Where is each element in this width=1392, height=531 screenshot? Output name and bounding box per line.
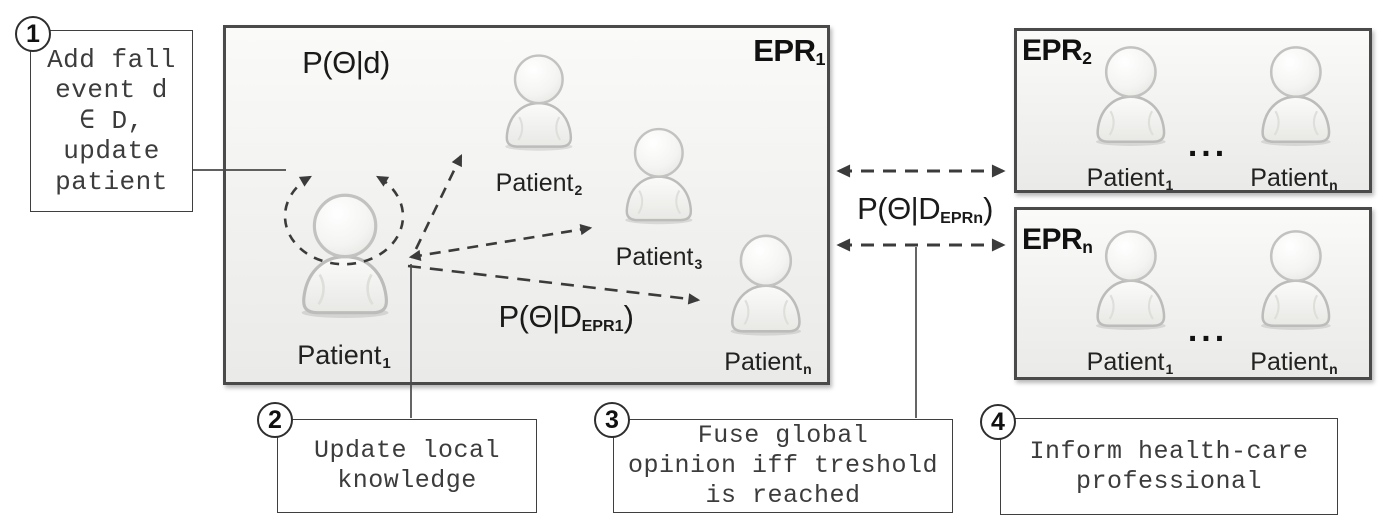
step2-number-badge: 2 <box>257 402 293 438</box>
step2-note: Update local knowledge <box>277 419 537 513</box>
patient3-icon <box>623 127 694 226</box>
patient2-icon <box>503 54 574 152</box>
epr2-patient1-icon <box>1094 46 1167 146</box>
step3-number-badge: 3 <box>594 402 630 438</box>
epr2-title-sub: 2 <box>1082 47 1092 68</box>
epr1-title-base: EPR <box>753 33 816 68</box>
broadcast-label: P(Θ|DEPR1) <box>498 299 634 336</box>
epr2-patient1-label: Patient1 <box>1086 164 1174 193</box>
epr2-title: EPR2 <box>1022 34 1092 69</box>
eprn-patientn-icon <box>1259 230 1332 330</box>
epr2-ellipsis: ... <box>1187 126 1229 164</box>
eprn-patient1-label: Patient1 <box>1086 348 1174 377</box>
patient3-label: Patient3 <box>615 243 703 272</box>
patientn-label: Patientn <box>724 348 812 377</box>
epr2-patientn-label: Patientn <box>1250 164 1338 193</box>
step4-note: Inform health-care professional <box>1000 418 1338 515</box>
step3-note: Fuse global opinion iff treshold is reac… <box>613 419 953 513</box>
eprn-ellipsis: ... <box>1187 311 1229 349</box>
epr1-title: EPR1 <box>745 33 825 70</box>
eprn-patient1-icon <box>1094 230 1167 330</box>
step4-number-badge: 4 <box>980 404 1016 440</box>
step1-number-badge: 1 <box>15 16 51 52</box>
exchange-label: P(Θ|DEPRn) <box>857 191 993 228</box>
eprn-title-sub: n <box>1082 236 1093 257</box>
patient2-label: Patient2 <box>495 169 583 198</box>
eprn-title: EPRn <box>1022 223 1093 258</box>
patient1-label: Patient1 <box>297 340 391 373</box>
epr2-patientn-icon <box>1259 46 1332 146</box>
eprn-title-base: EPR <box>1022 223 1083 256</box>
eprn-patientn-label: Patientn <box>1250 348 1338 377</box>
patient1-icon <box>300 193 391 318</box>
epr2-title-base: EPR <box>1022 34 1083 67</box>
epr1-title-sub: 1 <box>815 48 826 69</box>
step1-note: Add fall event d ∈ D, update patient <box>30 30 193 212</box>
self-loop-label: P(Θ|d) <box>302 45 390 80</box>
